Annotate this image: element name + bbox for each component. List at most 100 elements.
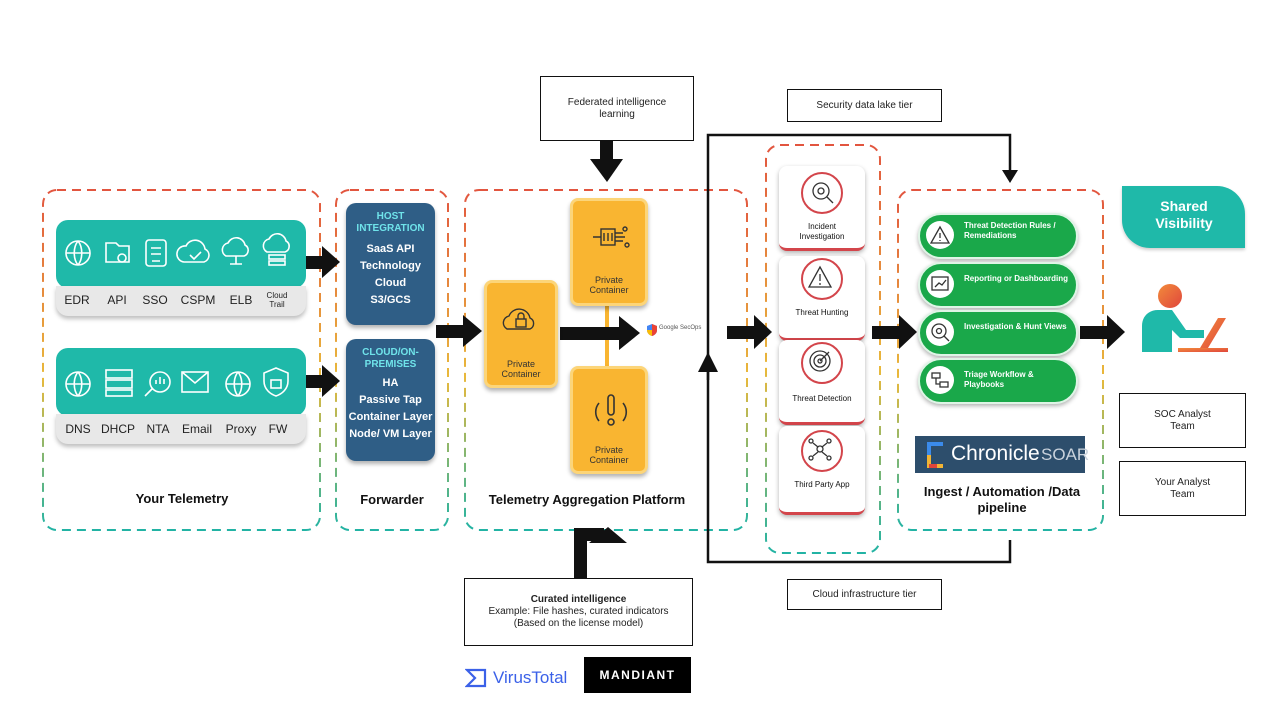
lake-card-incident: Incident Investigation: [779, 166, 865, 251]
telemetry-label: ELB: [229, 293, 253, 307]
lake-card-thirdparty: Third Party App: [779, 426, 865, 515]
pipeline-pill-label: Triage Workflow & Playbooks: [964, 370, 1034, 389]
cloud-onprem-card: CLOUD/ON-PREMISES HA Passive Tap Contain…: [346, 339, 435, 461]
lake-card-label: Threat Detection: [792, 394, 852, 403]
soc-analyst-team-label: SOC Analyst Team: [1154, 408, 1211, 432]
cloud-item: Passive Tap: [359, 394, 422, 406]
cloud-onprem-header: CLOUD/ON-PREMISES: [362, 347, 419, 370]
alert-icon: [594, 394, 628, 426]
forwarder-title: Forwarder: [360, 492, 424, 507]
chip-icon: [593, 226, 630, 248]
lake-card-label: Third Party App: [794, 480, 850, 489]
lake-card-label: Incident Investigation: [799, 222, 845, 241]
telemetry-label: FW: [268, 422, 288, 436]
workflow-icon: [926, 366, 954, 394]
host-item: Cloud: [374, 277, 407, 289]
lake-card-label: Threat Hunting: [795, 308, 849, 317]
elb-icon: [221, 237, 249, 265]
pipeline-pill-label: Investigation & Hunt Views: [964, 322, 1067, 331]
pipeline-pill-label: Threat Detection Rules / Remediations: [964, 221, 1056, 240]
federated-note: Federated intelligence learning: [540, 76, 694, 141]
warning-icon: [926, 221, 954, 249]
telemetry-label: CSPM: [180, 293, 216, 307]
container-label: Private Container: [589, 445, 629, 465]
security-lake-tier-label: Security data lake tier: [816, 99, 913, 111]
telemetry-strip-top: [56, 286, 306, 316]
pipeline-group-border: [897, 189, 1104, 531]
email-icon: [181, 371, 209, 393]
container-label: Private Container: [589, 275, 629, 295]
host-integration-header: HOST INTEGRATION: [356, 211, 425, 234]
telemetry-label: DNS: [65, 422, 91, 436]
shared-visibility-text: Shared Visibility: [1155, 198, 1213, 231]
your-analyst-team-label: Your Analyst Team: [1154, 476, 1211, 500]
curated-title: Curated intelligence: [530, 594, 627, 605]
chronicle-main-text: Chronicle: [951, 442, 1040, 465]
api-icon: [105, 242, 130, 263]
forwarder-group-border: [335, 189, 449, 531]
analyst-icon: [1142, 284, 1228, 352]
aggregation-title: Telemetry Aggregation Platform: [488, 492, 686, 507]
cloud-tier-label: Cloud infrastructure tier: [812, 588, 917, 600]
telemetry-icons-top: [65, 233, 290, 267]
cloud-lock-icon: [502, 308, 535, 330]
pipeline-pill-label: Reporting or Dashboarding: [964, 274, 1068, 283]
curated-line2: (Based on the license model): [513, 618, 644, 629]
lake-card-hunting: Threat Hunting: [779, 256, 865, 341]
arrow-curated-up: [574, 527, 627, 580]
host-item: SaaS API: [366, 243, 415, 255]
telemetry-label: Email: [181, 422, 212, 436]
magnifier-eye-icon: [801, 172, 843, 214]
curated-line1: Example: File hashes, curated indicators: [488, 606, 669, 617]
security-lake-tier-note: Security data lake tier: [787, 89, 942, 122]
telemetry-label: NTA: [146, 422, 170, 436]
arrow-forwarder-aggregation: [436, 315, 482, 347]
curated-intelligence-note: Curated intelligence Example: File hashe…: [464, 578, 693, 646]
telemetry-title: Your Telemetry: [135, 491, 229, 506]
host-item: Technology: [360, 260, 421, 272]
telemetry-label: Cloud Trail: [266, 291, 288, 309]
host-item: S3/GCS: [370, 294, 411, 306]
pipeline-title: Ingest / Automation /Data pipeline: [923, 484, 1081, 515]
telemetry-label: DHCP: [100, 422, 135, 436]
tier-bracket-arrowhead: [1002, 170, 1018, 183]
network-nodes-icon: [801, 430, 843, 472]
mandiant-logo-text: MANDIANT: [599, 668, 676, 682]
sso-icon: [145, 239, 167, 267]
arrow-to-lake: [727, 315, 772, 349]
lake-card-detection: Threat Detection: [779, 340, 865, 425]
virustotal-logo-text: VirusTotal: [493, 668, 568, 687]
chronicle-soar-text: SOAR: [1041, 445, 1090, 464]
cloud-trail-icon: [262, 233, 290, 266]
pipeline-pill: Investigation & Hunt Views: [918, 310, 1078, 356]
arrow-container-google: [560, 316, 640, 350]
arrow-telemetry-forwarder-1: [305, 246, 340, 278]
container-label: Private Container: [501, 359, 541, 379]
radar-target-icon: [801, 342, 843, 384]
cspm-icon: [176, 239, 210, 263]
nta-icon: [144, 371, 171, 397]
pipeline-pill: Reporting or Dashboarding: [918, 262, 1078, 308]
cloud-tier-note: Cloud infrastructure tier: [787, 579, 942, 610]
chronicle-logo-icon: [927, 442, 943, 468]
google-secops-label: Google SecOps: [659, 325, 702, 331]
chronicle-soar-logo: Chronicle SOAR: [915, 436, 1089, 473]
soc-analyst-team-note: SOC Analyst Team: [1119, 393, 1246, 448]
telemetry-strip-bottom: [56, 414, 306, 444]
pipeline-pill: Triage Workflow & Playbooks: [918, 358, 1078, 404]
your-analyst-team-note: Your Analyst Team: [1119, 461, 1246, 516]
google-secops-shield-icon: [647, 324, 657, 336]
dhcp-icon: [105, 369, 133, 397]
investigation-eye-icon: [926, 318, 954, 346]
tier-up-arrowhead: [698, 352, 718, 372]
fw-icon: [263, 367, 289, 397]
private-container-bottom: Private Container: [570, 366, 648, 474]
arrow-telemetry-forwarder-2: [305, 365, 340, 397]
arrow-lake-pipeline: [872, 315, 917, 349]
private-container-left: Private Container: [484, 280, 558, 388]
dashboard-icon: [926, 270, 954, 298]
shared-visibility-badge: Shared Visibility: [1122, 186, 1245, 248]
cloud-item: HA: [382, 377, 399, 389]
telemetry-label: API: [107, 293, 127, 307]
